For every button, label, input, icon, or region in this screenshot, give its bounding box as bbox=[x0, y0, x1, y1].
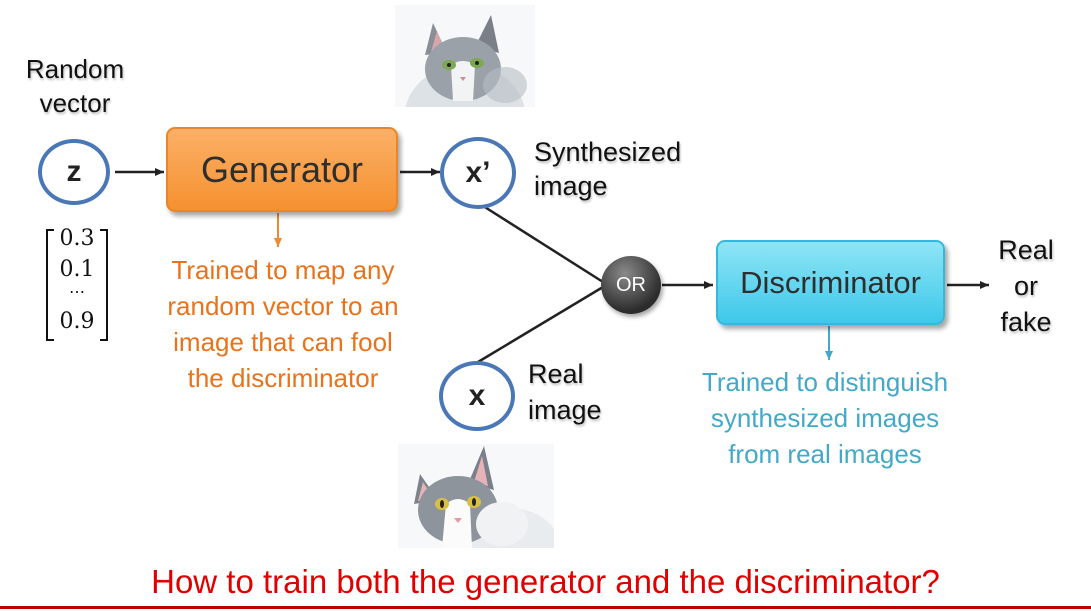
x-node: x bbox=[439, 361, 515, 431]
discriminator-label: Discriminator bbox=[740, 264, 921, 300]
discriminator-box: Discriminator bbox=[716, 240, 945, 325]
x-prime-node: x’ bbox=[440, 137, 516, 209]
or-node: OR bbox=[601, 256, 661, 314]
vector-value: 0.9 bbox=[59, 309, 95, 334]
random-vector-label: Random vector bbox=[25, 54, 125, 118]
generator-label: Generator bbox=[200, 148, 364, 190]
synthesized-image-label: Synthesized image bbox=[534, 137, 682, 201]
vector-value: ⋯ bbox=[69, 282, 85, 301]
vector-brackets bbox=[46, 229, 108, 341]
real-or-fake-label: Real or fake bbox=[998, 235, 1054, 337]
bottom-divider bbox=[0, 606, 1091, 609]
discriminator-description: Trained to distinguish synthesized image… bbox=[701, 367, 949, 469]
line-x-to-or bbox=[477, 285, 604, 364]
line-xprime-to-or bbox=[479, 202, 604, 284]
vector-value: 0.3 bbox=[59, 226, 95, 251]
vector-value: 0.1 bbox=[59, 257, 95, 282]
generator-description: Trained to map any random vector to an i… bbox=[167, 255, 399, 393]
z-node: z bbox=[38, 139, 110, 205]
real-image-label: Real image bbox=[528, 359, 602, 425]
question-text: How to train both the generator and the … bbox=[151, 563, 940, 600]
cat-image-real bbox=[398, 444, 554, 548]
cat-image-synthesized bbox=[395, 5, 535, 107]
generator-box: Generator bbox=[166, 127, 398, 212]
